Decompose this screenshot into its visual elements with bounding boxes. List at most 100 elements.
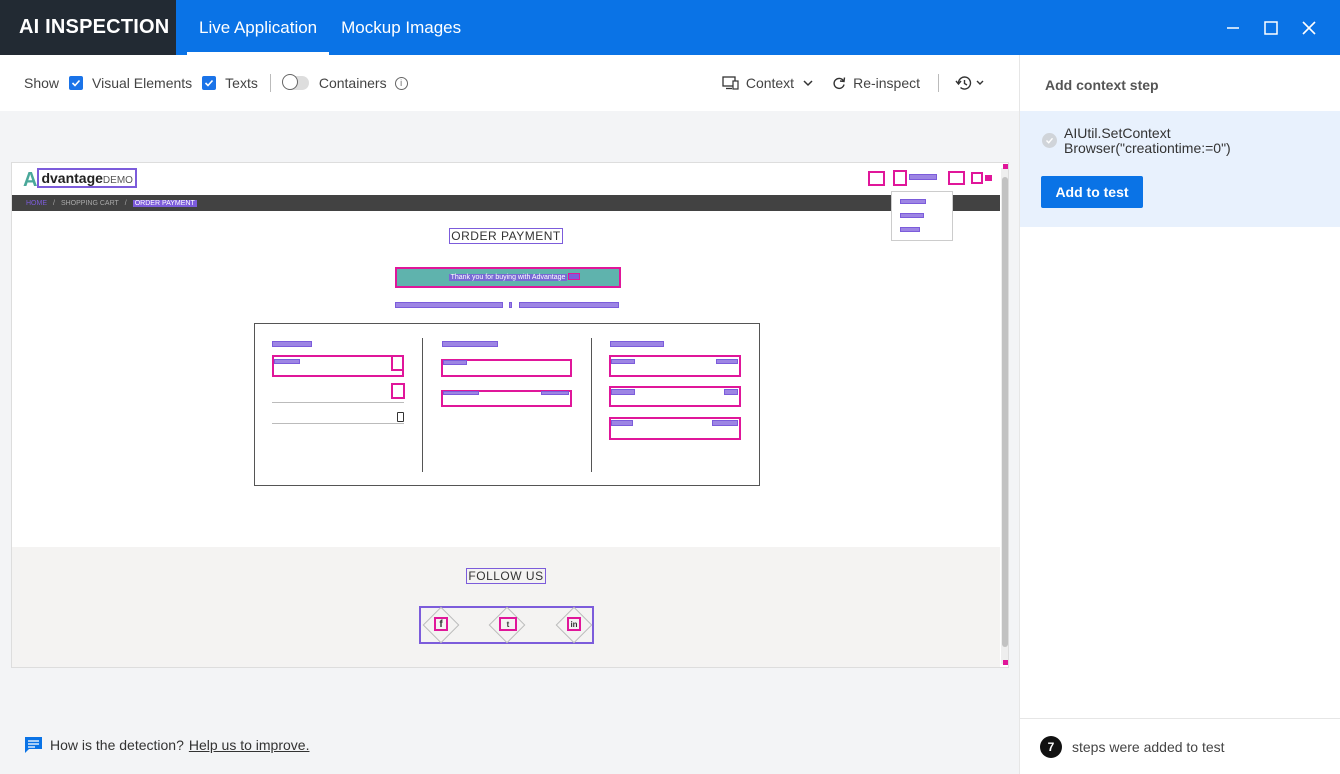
feedback-question: How is the detection? <box>50 737 184 753</box>
breadcrumb-current: ORDER PAYMENT <box>132 199 197 207</box>
toolbar-divider <box>269 74 271 92</box>
step-code-line2: Browser("creationtime:=0") <box>1064 140 1231 156</box>
app-brand: AI INSPECTION <box>0 0 176 55</box>
menu-item <box>900 227 920 232</box>
tab-live-application[interactable]: Live Application <box>187 0 330 55</box>
column-divider <box>591 338 592 472</box>
texts-checkbox[interactable] <box>202 76 217 90</box>
payment-method-field <box>441 359 572 377</box>
facebook-icon[interactable]: f <box>434 617 448 631</box>
order-number-value <box>519 302 619 308</box>
step-code-line1: AIUtil.SetContext <box>1064 125 1171 141</box>
breadcrumb: HOME/ SHOPPING CART/ ORDER PAYMENT <box>12 195 1000 211</box>
payment-user-value <box>541 391 569 395</box>
menu-item <box>900 199 926 204</box>
history-icon <box>955 76 972 90</box>
feedback-link[interactable]: Help us to improve. <box>188 737 310 753</box>
payment-heading <box>442 341 498 347</box>
breadcrumb-cart[interactable]: SHOPPING CART <box>60 199 119 207</box>
toolbar-divider <box>938 74 939 92</box>
cart-icon[interactable] <box>948 171 965 185</box>
history-dropdown[interactable] <box>955 75 985 91</box>
help-icon[interactable] <box>971 172 983 184</box>
payment-user-field <box>441 390 572 407</box>
shipping-name-text <box>274 359 300 364</box>
detection-marker <box>568 273 580 280</box>
menu-item <box>900 213 924 218</box>
search-icon[interactable] <box>868 171 885 186</box>
add-to-test-button[interactable]: Add to test <box>1041 176 1143 208</box>
panel-title: Add context step <box>1045 77 1159 93</box>
payment-method-text <box>443 360 467 365</box>
context-label: Context <box>745 75 795 91</box>
social-links: f t in <box>419 606 594 644</box>
shipping-row <box>609 386 741 407</box>
twitter-icon[interactable]: t <box>499 617 517 631</box>
subtotal-label <box>611 359 635 364</box>
containers-toggle[interactable] <box>281 74 309 90</box>
subtotal-value <box>716 359 738 364</box>
minimize-icon[interactable] <box>1214 9 1252 47</box>
order-details-panel <box>254 323 760 486</box>
breadcrumb-home[interactable]: HOME <box>26 199 47 207</box>
texts-label: Texts <box>225 75 258 91</box>
detection-marker <box>1003 164 1008 169</box>
linkedin-icon[interactable]: in <box>567 617 581 631</box>
close-icon[interactable] <box>1290 9 1328 47</box>
chevron-down-icon <box>803 80 813 87</box>
shipping-label <box>611 389 635 395</box>
shipping-heading <box>272 341 312 347</box>
chevron-down-icon <box>976 80 984 85</box>
check-icon <box>205 79 214 87</box>
monitor-icon <box>722 76 739 90</box>
shipping-value <box>724 389 738 395</box>
order-payment-title: ORDER PAYMENT <box>449 228 563 244</box>
steps-summary-text: steps were added to test <box>1072 738 1225 755</box>
window-controls <box>1214 0 1340 55</box>
context-step-panel: Add context step AIUtil.SetContext Brows… <box>1019 55 1340 774</box>
maximize-icon[interactable] <box>1252 9 1290 47</box>
inspection-toolbar: Show Visual Elements Texts Containers i … <box>0 55 1019 111</box>
total-row <box>609 417 741 440</box>
user-icon[interactable] <box>391 355 404 371</box>
chat-icon <box>25 737 42 753</box>
step-code: AIUtil.SetContext Browser("creationtime:… <box>1064 126 1231 156</box>
user-dropdown-menu <box>891 191 953 241</box>
refresh-icon <box>833 77 846 90</box>
total-label <box>611 420 633 426</box>
field-underline <box>272 423 404 424</box>
tracking-number-text <box>395 302 503 308</box>
detection-marker <box>985 175 992 181</box>
follow-us-title: FOLLOW US <box>466 568 546 584</box>
tab-mockup-images[interactable]: Mockup Images <box>341 17 462 37</box>
column-divider <box>422 338 423 472</box>
context-step-card: AIUtil.SetContext Browser("creationtime:… <box>1020 111 1340 227</box>
phone-icon <box>397 412 404 422</box>
total-value <box>712 420 738 426</box>
feedback-bar: How is the detection? Help us to improve… <box>24 736 309 754</box>
user-icon[interactable] <box>893 170 907 186</box>
home-icon[interactable] <box>391 383 405 399</box>
summary-heading <box>610 341 664 347</box>
payment-user-label <box>443 391 479 395</box>
preview-scrollbar-thumb[interactable] <box>1002 177 1008 647</box>
title-bar: AI INSPECTION Live Application Mockup Im… <box>0 0 1340 55</box>
detection-marker <box>1003 660 1008 665</box>
preview-footer: FOLLOW US f t in <box>12 547 1000 667</box>
visual-elements-checkbox[interactable] <box>69 76 84 90</box>
thanks-banner: Thank you for buying with Advantage <box>395 267 621 288</box>
user-menu-label <box>909 174 937 180</box>
steps-count-badge: 7 <box>1040 735 1062 758</box>
reinspect-button[interactable]: Re-inspect <box>832 75 920 91</box>
check-icon <box>71 79 81 87</box>
info-icon[interactable]: i <box>394 76 408 90</box>
containers-label: Containers <box>318 75 387 91</box>
reinspect-label: Re-inspect <box>853 75 920 91</box>
subtotal-row <box>609 355 741 377</box>
context-dropdown[interactable]: Context <box>722 75 814 91</box>
order-number-text <box>509 302 512 308</box>
field-underline <box>272 402 404 403</box>
check-circle-icon <box>1042 133 1057 148</box>
